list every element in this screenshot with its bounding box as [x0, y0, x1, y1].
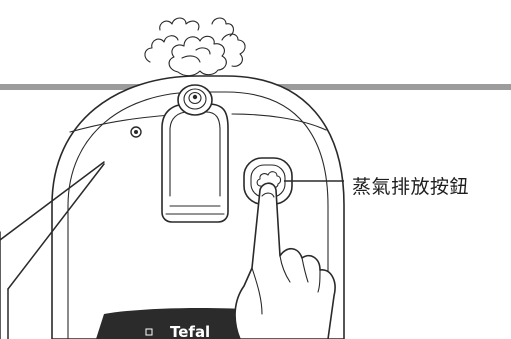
- pressure-valve: [177, 84, 213, 116]
- pointing-hand: [234, 182, 336, 339]
- indicator-light: [145, 328, 153, 336]
- left-callout-pointer-1: [0, 161, 105, 241]
- left-callout-pointer-2: [7, 163, 105, 290]
- lock-pin-icon: [130, 126, 142, 138]
- steam-puff-icon: [144, 17, 246, 83]
- brand-logo: Tefal: [170, 323, 210, 339]
- steam-release-button-label: 蒸氣排放按鈕: [352, 176, 470, 198]
